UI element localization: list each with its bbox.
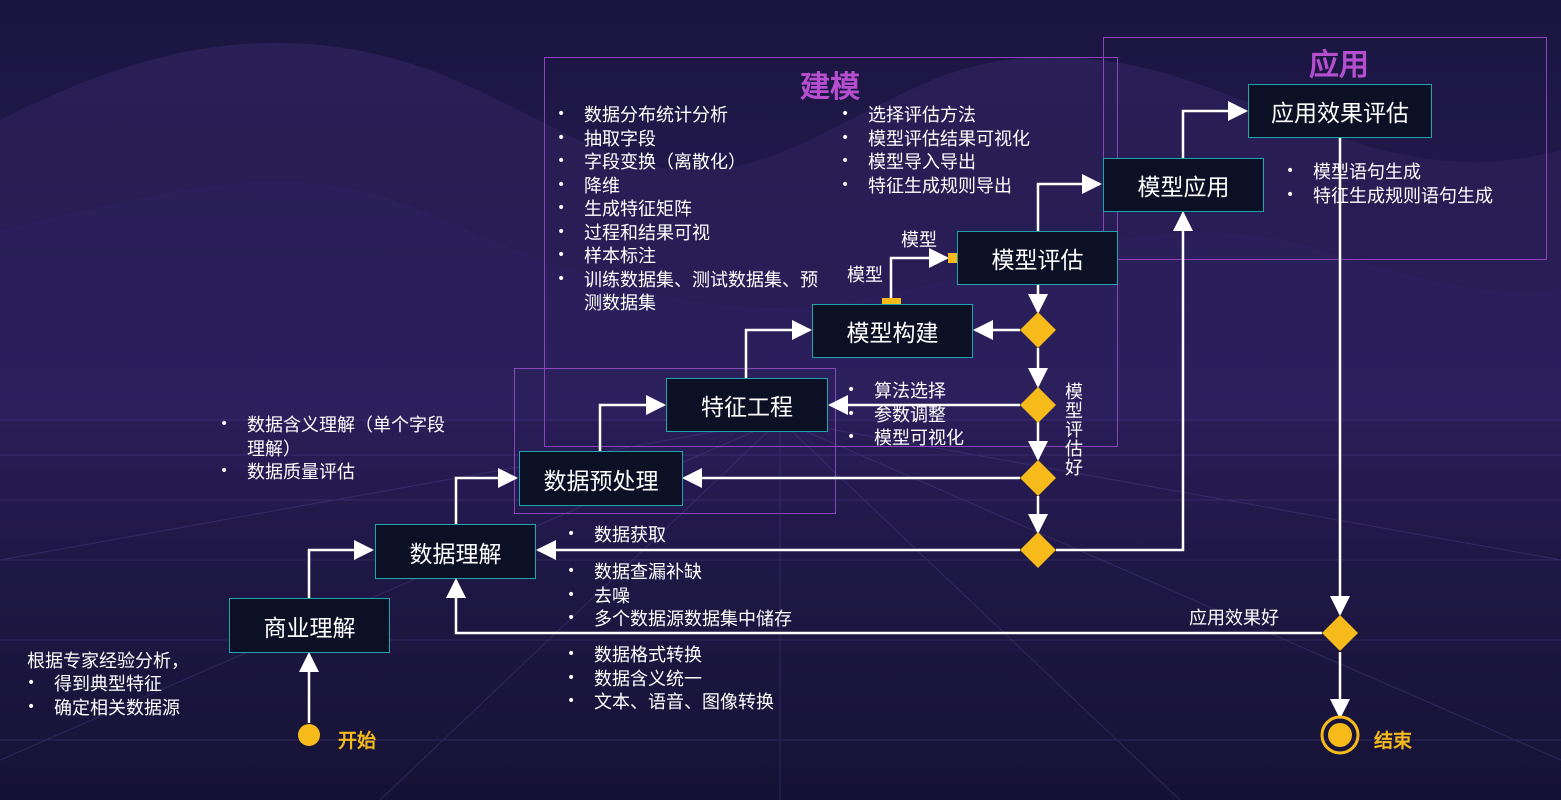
data-understanding-node[interactable]: 数据理解 <box>375 524 536 579</box>
list-item: 字段变换（离散化） <box>557 150 819 175</box>
list-item: 数据获取 <box>567 523 767 548</box>
decision-diamond <box>1322 615 1358 651</box>
preprocess-region <box>514 368 836 514</box>
list-item: 特征生成规则导出 <box>841 174 1071 199</box>
list-item: 算法选择 <box>847 379 1017 404</box>
end-label: 结束 <box>1374 730 1413 752</box>
list-item: 模型可视化 <box>847 426 1017 451</box>
list-item: 样本标注 <box>557 244 819 269</box>
application-list: 模型语句生成 特征生成规则语句生成 <box>1286 160 1526 209</box>
application-good-label: 应用效果好 <box>1189 608 1279 629</box>
list-item: 数据含义理解（单个字段理解） <box>220 413 450 461</box>
decision-diamond <box>1020 532 1056 568</box>
expert-list: 得到典型特征 确定相关数据源 <box>27 672 227 721</box>
list-item: 数据查漏补缺 <box>567 560 867 585</box>
list-item: 抽取字段 <box>557 127 819 152</box>
transform-list: 数据格式转换 数据含义统一 文本、语音、图像转换 <box>567 643 867 715</box>
model-application-node[interactable]: 模型应用 <box>1103 158 1264 212</box>
expert-intro: 根据专家经验分析， <box>27 651 189 672</box>
list-item: 确定相关数据源 <box>27 696 227 721</box>
application-evaluation-node[interactable]: 应用效果评估 <box>1248 84 1432 138</box>
start-label: 开始 <box>338 730 377 752</box>
list-item: 训练数据集、测试数据集、预测数据集 <box>557 268 819 316</box>
list-item: 模型评估结果可视化 <box>841 127 1071 152</box>
decision-diamond <box>1020 460 1056 496</box>
modeling-title: 建模 <box>800 70 860 105</box>
list-item: 去噪 <box>567 584 867 609</box>
list-item: 文本、语音、图像转换 <box>567 690 867 715</box>
feature-engineering-node[interactable]: 特征工程 <box>666 378 828 432</box>
model-port <box>882 298 901 308</box>
application-region <box>1103 37 1547 260</box>
modeling-right-list: 选择评估方法 模型评估结果可视化 模型导入导出 特征生成规则导出 <box>841 103 1071 199</box>
algorithm-list: 算法选择 参数调整 模型可视化 <box>847 379 1017 451</box>
end-ring <box>1320 715 1360 755</box>
end-dot <box>1328 723 1352 747</box>
list-item: 多个数据源数据集中储存 <box>567 607 867 632</box>
list-item: 数据含义统一 <box>567 667 867 692</box>
list-item: 模型导入导出 <box>841 150 1071 175</box>
model-label: 模型 <box>847 265 883 286</box>
list-item: 数据格式转换 <box>567 643 867 668</box>
business-understanding-node[interactable]: 商业理解 <box>229 598 390 653</box>
list-item: 生成特征矩阵 <box>557 197 819 222</box>
understanding-list: 数据含义理解（单个字段理解） 数据质量评估 <box>220 413 450 485</box>
list-item: 模型语句生成 <box>1286 160 1526 185</box>
list-item: 特征生成规则语句生成 <box>1286 184 1526 209</box>
data-preprocessing-node[interactable]: 数据预处理 <box>519 451 683 506</box>
cleaning-list: 数据查漏补缺 去噪 多个数据源数据集中储存 <box>567 560 867 632</box>
decision-diamond <box>1020 387 1056 423</box>
list-item: 降维 <box>557 174 819 199</box>
model-evaluation-good-label: 模型评估好 <box>1065 382 1083 479</box>
model-building-node[interactable]: 模型构建 <box>812 304 973 358</box>
application-title: 应用 <box>1309 48 1369 83</box>
list-item: 数据质量评估 <box>220 460 450 485</box>
list-item: 选择评估方法 <box>841 103 1071 128</box>
list-item: 得到典型特征 <box>27 672 227 697</box>
list-item: 参数调整 <box>847 403 1017 428</box>
start-dot <box>298 724 320 746</box>
model-evaluation-node[interactable]: 模型评估 <box>957 231 1118 285</box>
decision-diamond <box>1020 312 1056 348</box>
modeling-left-list: 数据分布统计分析 抽取字段 字段变换（离散化） 降维 生成特征矩阵 过程和结果可… <box>557 103 819 316</box>
acquire-list: 数据获取 <box>567 523 767 548</box>
model-label: 模型 <box>901 230 937 251</box>
list-item: 数据分布统计分析 <box>557 103 819 128</box>
list-item: 过程和结果可视 <box>557 221 819 246</box>
